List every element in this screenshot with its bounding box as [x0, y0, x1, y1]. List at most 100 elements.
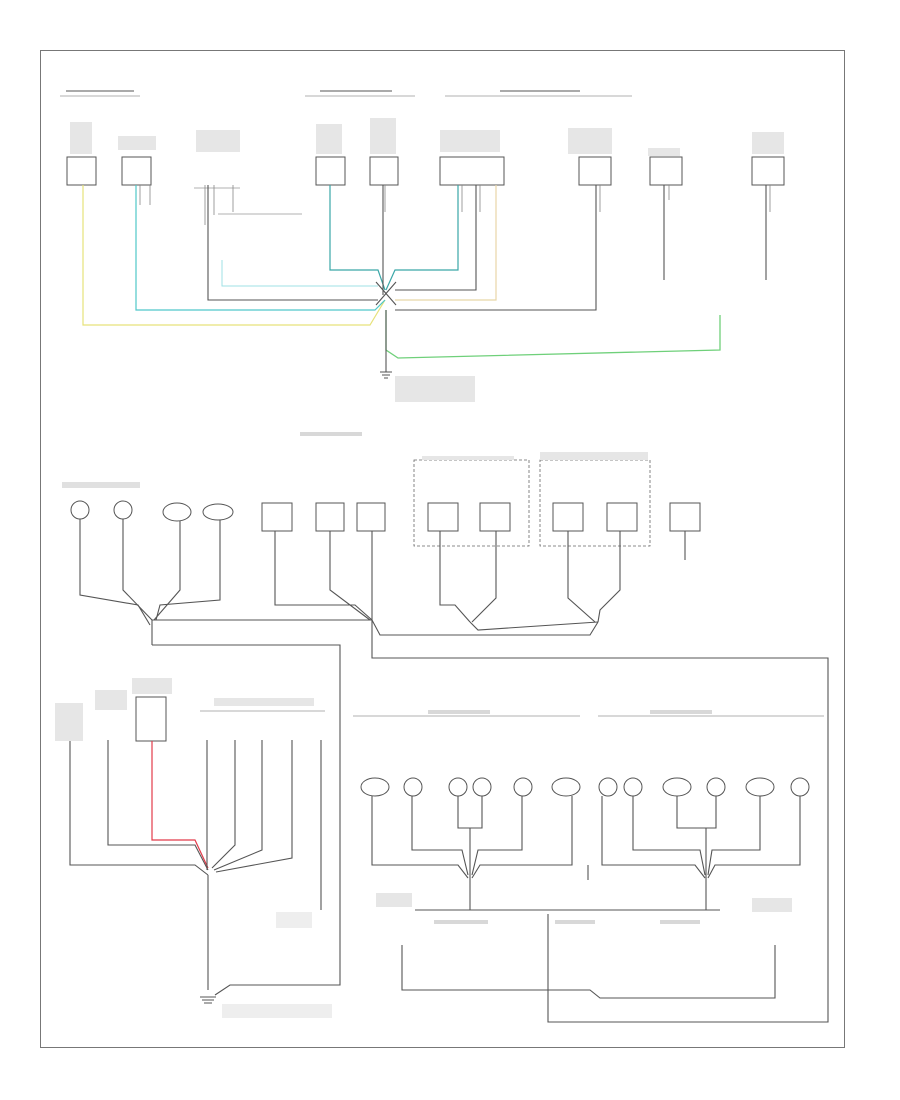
wire [122, 519, 153, 621]
component-box-icon [356, 502, 386, 532]
component-box-icon [315, 156, 346, 186]
red-wire [151, 741, 209, 869]
middle-section [70, 459, 829, 1023]
component-box-icon [669, 502, 701, 532]
bulb-icon [403, 777, 423, 797]
bulb-icon [662, 777, 692, 797]
wire [107, 740, 209, 871]
component-box-icon [315, 502, 345, 532]
illegible-label [752, 132, 784, 154]
splice-icon [375, 281, 397, 306]
wire [69, 740, 209, 876]
bulb-icon [706, 777, 726, 797]
bulb-icon [70, 500, 90, 520]
illegible-label [650, 710, 712, 714]
wire [401, 945, 776, 999]
ground-symbol-icon [200, 996, 216, 1004]
wire [79, 519, 151, 626]
bottom-right-section [353, 715, 824, 999]
bulb-icon [113, 500, 133, 520]
diagram-frame [40, 50, 845, 1048]
wire [215, 740, 293, 873]
illegible-label [320, 90, 392, 92]
bulb-icon [623, 777, 643, 797]
component-box-icon [552, 502, 584, 532]
bulb-icon [513, 777, 533, 797]
bulb-icon [360, 777, 390, 797]
tan-wire [395, 185, 497, 301]
bulb-icon [162, 502, 192, 522]
teal-wire [329, 185, 386, 291]
component-box-icon [261, 502, 293, 532]
illegible-label [568, 128, 612, 154]
component-box-icon [578, 156, 612, 186]
wire [707, 796, 761, 876]
wire [395, 185, 597, 311]
wire [152, 644, 341, 996]
illegible-label [395, 376, 475, 402]
wire [395, 185, 477, 291]
illegible-label [434, 920, 488, 924]
bulb-icon [790, 777, 810, 797]
teal-wire [385, 185, 459, 291]
ground-symbol-icon [380, 371, 392, 379]
component-box-icon [751, 156, 785, 186]
wire [469, 621, 599, 631]
component-box-icon [479, 502, 511, 532]
illegible-label [428, 710, 490, 714]
bottom-left-section [69, 696, 325, 1004]
wire [153, 521, 181, 621]
illegible-label [118, 136, 156, 150]
wire [213, 740, 263, 871]
illegible-label [196, 130, 240, 152]
illegible-label [276, 912, 312, 928]
wire [632, 796, 706, 876]
illegible-label [440, 130, 500, 152]
light-blue-wire [221, 260, 378, 287]
wire [601, 796, 706, 879]
illegible-label [62, 482, 140, 488]
illegible-label [648, 148, 680, 156]
illegible-label [70, 122, 92, 154]
illegible-label [214, 698, 314, 706]
illegible-label [66, 90, 134, 92]
wire [597, 531, 621, 623]
wire [371, 796, 469, 879]
component-box-icon [606, 502, 638, 532]
wire [471, 796, 573, 879]
illegible-label [555, 920, 595, 924]
wire [411, 796, 469, 876]
wire [211, 740, 236, 869]
yellow-wire [82, 185, 386, 326]
component-box-icon [439, 156, 505, 186]
top-section [60, 95, 785, 379]
illegible-label [222, 1004, 332, 1018]
bulb-icon [472, 777, 492, 797]
wire [371, 620, 829, 1023]
label-marks [55, 90, 792, 1018]
illegible-label [55, 703, 83, 741]
illegible-label [300, 432, 362, 436]
bulb-icon [448, 777, 468, 797]
illegible-label [500, 90, 580, 92]
green-wire [385, 310, 721, 359]
wire-stub [139, 185, 771, 225]
illegible-label [376, 893, 412, 907]
wire [457, 796, 483, 829]
component-box-icon [66, 156, 97, 186]
illegible-label [95, 690, 127, 710]
wire [274, 531, 373, 621]
bulb-icon [745, 777, 775, 797]
wire [471, 531, 497, 623]
wire [439, 531, 471, 623]
illegible-label [316, 124, 342, 154]
illegible-label [660, 920, 700, 924]
cyan-wire [135, 185, 386, 311]
bulb-icon [551, 777, 581, 797]
wire [152, 619, 599, 636]
wire [707, 796, 801, 879]
illegible-label [132, 678, 172, 694]
wire [471, 796, 523, 876]
wire [329, 531, 371, 621]
wire [207, 185, 378, 301]
